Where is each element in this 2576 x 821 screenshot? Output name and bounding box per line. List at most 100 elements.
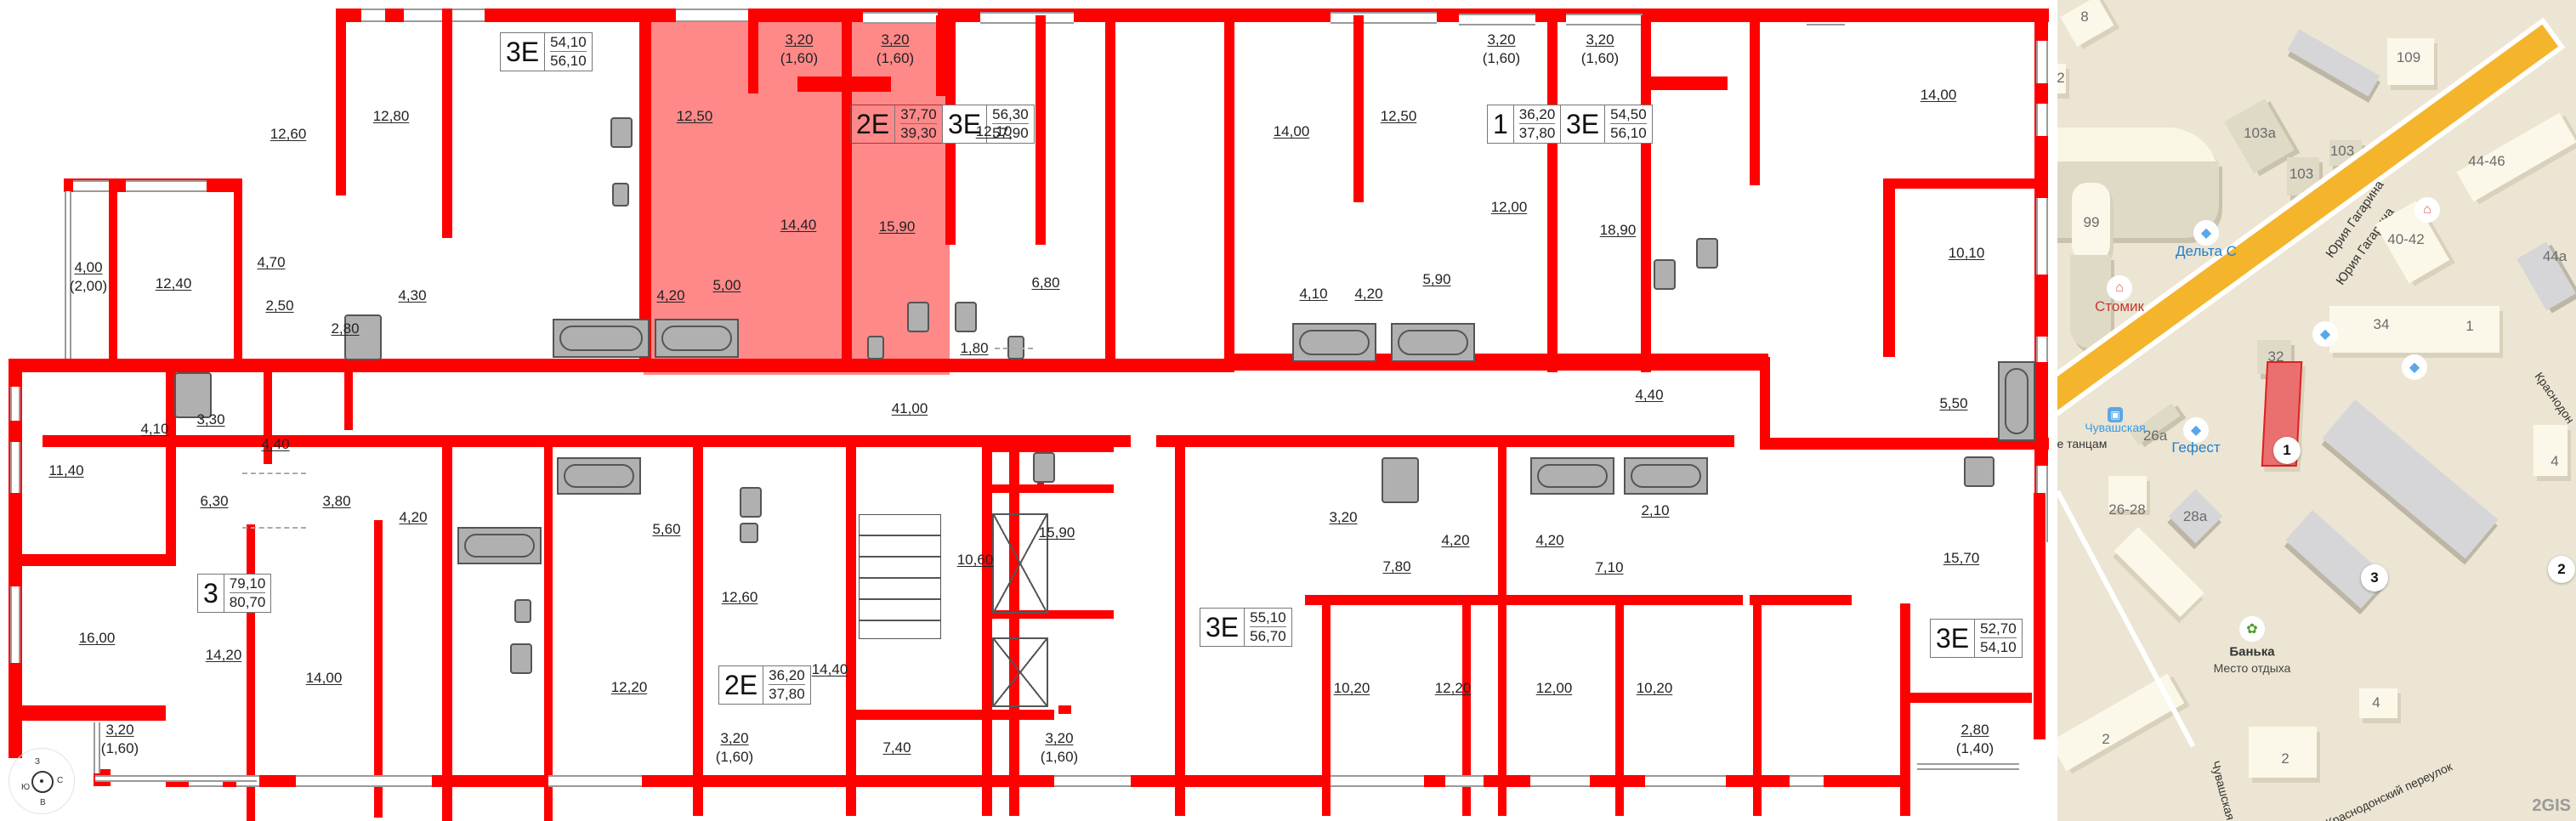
map-building[interactable] (2057, 64, 2066, 93)
window (361, 8, 385, 22)
wall (9, 554, 170, 566)
room-label: 7,40 (882, 739, 911, 756)
apartment-type: 2E (719, 666, 764, 704)
room-label: 3,20(1,60) (876, 31, 915, 66)
total-area: 56,10 (550, 53, 587, 69)
map-provider-logo: 2GIS (2532, 796, 2571, 815)
poi-name[interactable]: Банька (2229, 644, 2275, 660)
map-building[interactable] (2329, 306, 2457, 353)
diamond-icon[interactable]: ◆ (2183, 417, 2209, 443)
room-label: 14,00 (305, 669, 343, 686)
map-building[interactable] (2453, 306, 2499, 353)
room-label: 3,20(1,60) (1580, 31, 1620, 66)
compass-icon: З С Ю В (9, 748, 75, 814)
living-area: 36,20 (769, 667, 805, 685)
map-building[interactable] (2114, 527, 2204, 618)
building-number: 32 (2267, 348, 2284, 365)
diamond-icon[interactable]: ◆ (2193, 220, 2219, 246)
building-number: 40-42 (2387, 231, 2425, 247)
diamond-icon[interactable]: ◆ (2312, 321, 2338, 347)
building-number: 2 (2102, 731, 2110, 747)
wall (748, 8, 758, 93)
wall (936, 15, 948, 96)
poi-subtitle: Место отдыха (2213, 661, 2291, 675)
room-label: 12,10 (975, 122, 1013, 139)
bathtub-icon (557, 457, 641, 495)
poi-name[interactable]: Стомик (2095, 298, 2144, 314)
room-label: 12,20 (1434, 679, 1472, 696)
map-building[interactable] (2249, 727, 2317, 778)
street-label: Чувашская (2209, 759, 2238, 821)
room-label: 5,60 (652, 520, 681, 537)
sauna-broom-icon[interactable]: ✿ (2239, 616, 2265, 642)
building-number: 4 (2550, 453, 2559, 469)
room-label: 3,20(1,60) (1482, 31, 1521, 66)
living-area: 79,10 (229, 575, 266, 593)
map-building[interactable] (2070, 255, 2111, 348)
building-number: 44а (2542, 248, 2567, 264)
stove-icon (907, 302, 929, 332)
clinic-icon[interactable]: ⌂ (2414, 197, 2440, 223)
window (2036, 337, 2048, 362)
wall (1615, 595, 1624, 816)
stove-icon (1696, 238, 1718, 269)
wall (986, 484, 1114, 493)
map-building[interactable] (2322, 399, 2499, 559)
highlighted-apartment[interactable] (644, 15, 950, 375)
poi-name[interactable]: Гефест (2171, 439, 2221, 456)
room-label: 12,00 (1535, 679, 1573, 696)
map-building[interactable] (2108, 476, 2147, 510)
building-marker-3[interactable]: 3 (2361, 564, 2388, 592)
poi-name[interactable]: Чувашская (2085, 421, 2146, 434)
diamond-icon[interactable]: ◆ (2402, 354, 2427, 380)
map-building[interactable] (2387, 38, 2434, 85)
sink-icon (867, 336, 884, 360)
map-building[interactable] (2287, 29, 2380, 97)
poi-name[interactable]: Дельта С (2176, 243, 2237, 259)
stove-icon (740, 487, 762, 518)
bathtub-icon (1998, 361, 2035, 441)
wall (336, 8, 346, 195)
building-marker-1[interactable]: 1 (2273, 437, 2301, 464)
wall (247, 524, 255, 821)
room-label: 3,20(1,60) (1040, 729, 1079, 765)
building-number: 2 (2057, 70, 2065, 86)
living-area: 55,10 (1250, 609, 1286, 627)
wall (1224, 15, 1234, 372)
bus-stop-icon[interactable]: ▣ (2108, 407, 2123, 422)
location-map[interactable]: 8 2 99 109 103а 103 103 Юрия Гагарина Юр… (2057, 0, 2576, 821)
corridor-wall (9, 359, 1233, 372)
clinic-icon[interactable]: ⌂ (2107, 275, 2132, 301)
living-area: 52,70 (1980, 620, 2017, 638)
corridor-wall (43, 435, 1131, 447)
room-label: 3,20(1,60) (100, 721, 139, 756)
total-area: 56,10 (1610, 125, 1647, 141)
building-number: 103 (2289, 166, 2314, 182)
room-label: 5,00 (712, 276, 741, 293)
room-label: 3,30 (196, 410, 225, 427)
staircase (859, 514, 941, 639)
building-marker-2[interactable]: 2 (2548, 556, 2575, 583)
wall (1643, 76, 1728, 90)
map-building[interactable] (2359, 688, 2397, 718)
wall (109, 178, 117, 365)
window (10, 387, 20, 421)
window (2036, 198, 2048, 275)
map-building[interactable] (2072, 183, 2110, 263)
map-building[interactable] (2284, 510, 2389, 609)
window (1054, 775, 1131, 787)
window (2036, 41, 2048, 83)
map-building[interactable] (2533, 425, 2567, 476)
window (1790, 775, 1824, 787)
bathtub-icon (1292, 323, 1376, 362)
sink-icon (740, 523, 758, 543)
